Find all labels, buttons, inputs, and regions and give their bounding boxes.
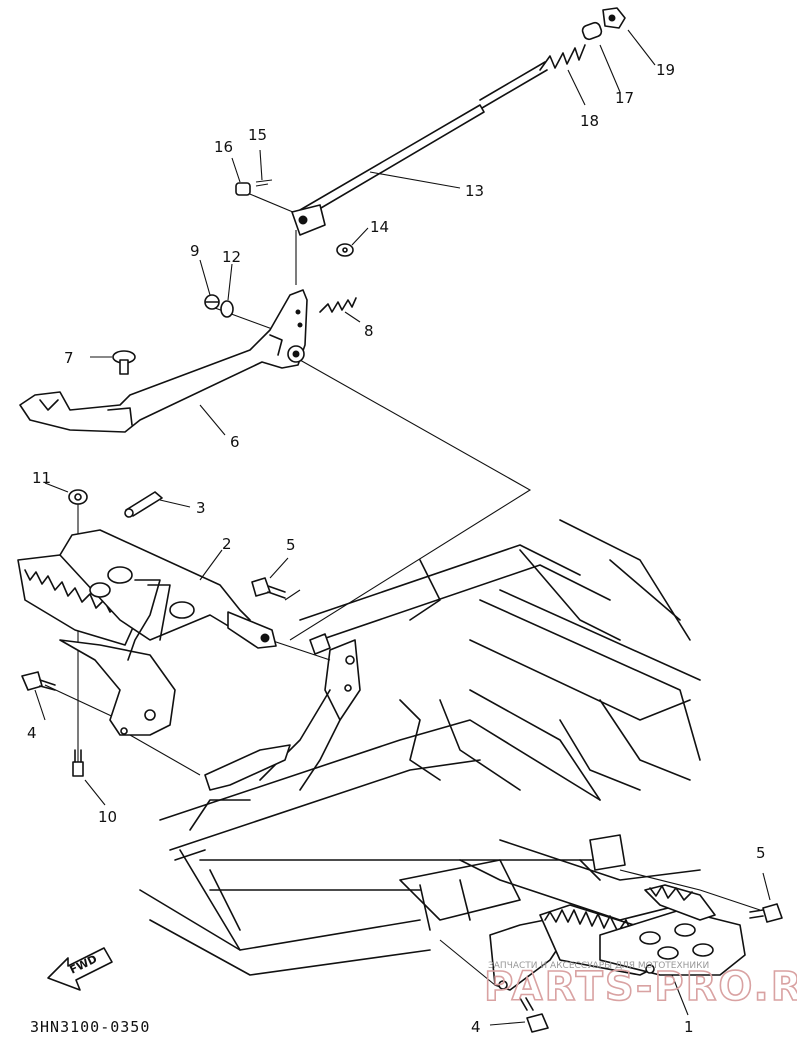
watermark: ЗАПЧАСТИ И АКСЕССУАРЫ ДЛЯ МОТОТЕХНИКИ PA…	[483, 961, 797, 1011]
bolt-part-5-right	[749, 903, 783, 923]
callout-6: 6	[230, 433, 240, 451]
diagram-code: 3HN3100-0350	[30, 1018, 150, 1036]
fwd-arrow: FWD	[47, 947, 113, 991]
callout-labels: 19 17 18 13 14 15 16 9 12 8 7 6 11 3 2 5…	[27, 61, 766, 1036]
callout-4-right: 4	[471, 1018, 481, 1036]
callout-14: 14	[370, 218, 389, 236]
return-spring-part-8	[319, 297, 357, 313]
callout-10: 10	[98, 808, 117, 826]
callout-12: 12	[222, 248, 241, 266]
circlip-part-9	[204, 294, 220, 310]
footrest-left-part-2	[17, 529, 277, 736]
bolt-part-5-upper	[251, 577, 286, 599]
brake-spring-part-18	[539, 44, 586, 71]
callout-11: 11	[32, 469, 51, 487]
washer-part-12	[220, 300, 234, 318]
callout-8: 8	[364, 322, 374, 340]
footrest-right-part-1	[489, 884, 746, 991]
brake-rod	[299, 61, 548, 219]
clevis-pin-part-16	[235, 182, 251, 196]
callout-2: 2	[222, 535, 232, 553]
callout-13: 13	[465, 182, 484, 200]
bolt-part-4-left	[21, 671, 56, 691]
watermark-large-text: PARTS-PRO.RU	[484, 964, 797, 1010]
watermark-small-text: ЗАПЧАСТИ И АКСЕССУАРЫ ДЛЯ МОТОТЕХНИКИ	[488, 961, 709, 971]
adjuster-part-17	[581, 21, 603, 41]
nut-part-11	[68, 489, 88, 505]
callout-9: 9	[190, 242, 200, 260]
frame-assembly	[139, 519, 701, 976]
callout-1: 1	[684, 1018, 694, 1036]
fitting-near-mount	[309, 633, 331, 655]
callout-19: 19	[656, 61, 675, 79]
bolt-part-10	[72, 749, 84, 777]
pedal-stopper-part-7	[112, 350, 136, 375]
callout-4-left: 4	[27, 724, 37, 742]
callout-15: 15	[248, 126, 267, 144]
callout-18: 18	[580, 112, 599, 130]
spacer-part-3	[124, 491, 163, 518]
washer-part-14	[336, 243, 354, 257]
callout-5-upper: 5	[286, 536, 296, 554]
callout-16: 16	[214, 138, 233, 156]
callout-3: 3	[196, 499, 206, 517]
adjusting-nut-part-19	[602, 7, 626, 29]
brake-pedal-part-6	[19, 289, 308, 433]
callout-leaders	[34, 29, 771, 1026]
bolt-part-4-right	[519, 997, 549, 1033]
callout-17: 17	[615, 89, 634, 107]
callout-5-right: 5	[756, 844, 766, 862]
rod-clevis	[291, 204, 326, 236]
callout-7: 7	[64, 349, 74, 367]
cotter-pin-part-15	[255, 179, 273, 187]
